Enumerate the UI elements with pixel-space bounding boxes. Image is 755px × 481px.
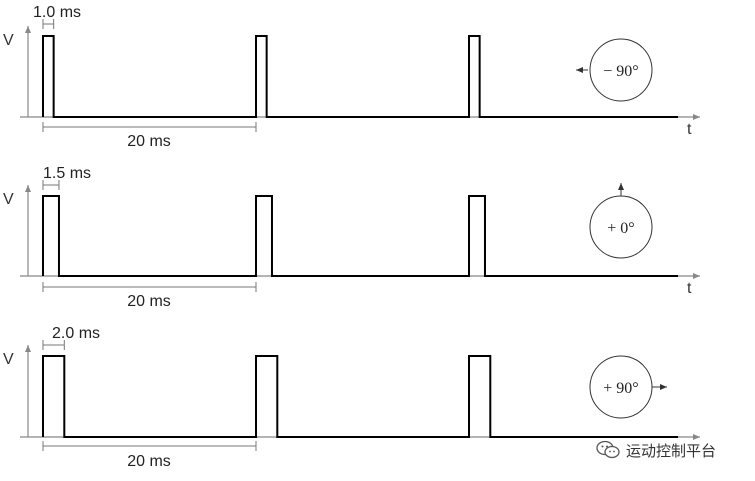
y-axis-label: V <box>3 191 14 208</box>
pulse-width-dimension <box>42 19 55 29</box>
period-dimension <box>42 441 257 451</box>
pwm-signal <box>42 35 678 118</box>
pulse-width-label: 2.0 ms <box>52 325 100 342</box>
pwm-signal <box>42 355 678 438</box>
watermark-text: 运动控制平台 <box>626 441 717 460</box>
period-label: 20 ms <box>127 293 171 310</box>
x-axis-label: t <box>687 280 692 297</box>
period-dimension <box>42 122 257 132</box>
panel-3: V 2.0 ms 20 ms + 90° <box>3 325 700 470</box>
x-axis-label: t <box>687 121 692 138</box>
wechat-icon <box>596 440 620 459</box>
panel-2: V t 1.5 ms 20 ms + 0° <box>3 165 700 310</box>
pulse-width-label: 1.5 ms <box>43 165 91 182</box>
pulse-width-label: 1.0 ms <box>33 4 81 21</box>
dial-circle <box>589 38 653 102</box>
period-label: 20 ms <box>127 453 171 470</box>
servo-dial: − 90° <box>576 38 653 102</box>
y-axis-label: V <box>3 351 14 368</box>
angle-label: + 90° <box>603 380 638 397</box>
servo-dial: + 0° <box>589 183 653 259</box>
pulse-width-dimension <box>42 180 60 190</box>
angle-label: + 0° <box>607 220 634 237</box>
period-label: 20 ms <box>127 133 171 150</box>
panel-1: V t 1.0 ms 20 ms − 90° <box>3 4 700 150</box>
servo-dial: + 90° <box>589 355 667 419</box>
pulse-width-dimension <box>42 340 65 350</box>
y-axis-label: V <box>3 32 14 49</box>
watermark: 运动控制平台 <box>596 437 716 463</box>
period-dimension <box>42 282 257 292</box>
angle-label: − 90° <box>603 63 638 80</box>
pwm-signal <box>42 195 678 277</box>
